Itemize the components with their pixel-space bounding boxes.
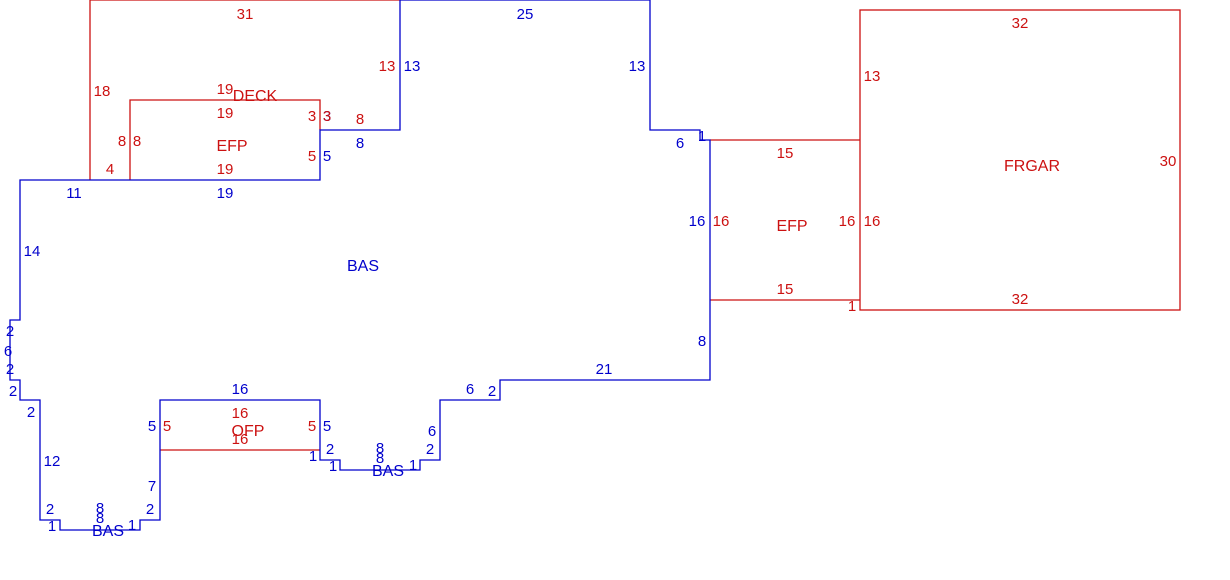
dimension-label: 6 — [676, 135, 684, 152]
dimension-label: 5 — [163, 418, 171, 435]
dimension-label: 13 — [864, 68, 881, 85]
dimension-label: 16 — [689, 213, 706, 230]
dimension-label: 3 — [323, 108, 331, 125]
dimension-label: 16 — [232, 381, 249, 398]
dimension-label: 8 — [376, 450, 384, 467]
dimension-label: 19 — [217, 81, 234, 98]
area-labels: BAS BAS BAS DECK EFP EFP OFP FRGAR — [92, 88, 1060, 540]
dimension-label: 8 — [96, 500, 104, 517]
dimension-label: 21 — [596, 361, 613, 378]
area-label-bas-small-2: BAS — [372, 463, 404, 480]
dimension-label: 16 — [864, 213, 881, 230]
frgar-dimension-labels: 32 13 30 16 32 — [864, 15, 1177, 308]
dimension-label: 16 — [232, 405, 249, 422]
dimension-label: 25 — [517, 6, 534, 23]
deck-dimension-labels: 31 18 13 8 4 19 — [94, 6, 396, 178]
efp-left-dimension-labels: 19 3 5 19 8 8 3 — [118, 105, 331, 178]
dimension-label: 1 — [848, 298, 856, 315]
ofp-dimension-labels: 5 16 5 16 1 — [163, 405, 317, 465]
dimension-label: 15 — [777, 281, 794, 298]
dimension-label: 5 — [323, 148, 331, 165]
efp-left-outline — [129, 99, 321, 180]
dimension-label: 5 — [308, 418, 316, 435]
dimension-label: 3 — [308, 108, 316, 125]
dimension-label: 1 — [329, 458, 337, 475]
dimension-label: 8 — [356, 135, 364, 152]
dimension-label: 16 — [232, 431, 249, 448]
dimension-label: 2 — [9, 383, 17, 400]
efp-right-outline — [710, 139, 860, 301]
dimension-label: 2 — [27, 404, 35, 421]
dimension-label: 1 — [409, 457, 417, 474]
dimension-label: 1 — [698, 128, 706, 145]
bas-main-outline — [9, 0, 711, 531]
dimension-label: 16 — [713, 213, 730, 230]
dimension-label: 15 — [777, 145, 794, 162]
dimension-label: 32 — [1012, 15, 1029, 32]
dimension-label: 2 — [6, 361, 14, 378]
dimension-label: 12 — [44, 453, 61, 470]
dimension-label: 4 — [106, 161, 114, 178]
bas-dimension-labels: 25 13 6 1 16 8 21 2 6 6 2 8 8 1 1 2 5 16… — [4, 6, 706, 535]
dimension-label: 6 — [4, 343, 12, 360]
area-label-bas-main: BAS — [347, 258, 379, 275]
dimension-label: 2 — [146, 501, 154, 518]
dimension-label: 19 — [217, 105, 234, 122]
dimension-label: 8 — [133, 133, 141, 150]
area-label-deck: DECK — [233, 88, 278, 105]
dimension-label: 7 — [148, 478, 156, 495]
dimension-label: 8 — [698, 333, 706, 350]
dimension-label: 19 — [217, 185, 234, 202]
dimension-label: 1 — [48, 518, 56, 535]
dimension-label: 14 — [24, 243, 41, 260]
dimension-label: 6 — [428, 423, 436, 440]
dimension-label: 8 — [376, 440, 384, 457]
dimension-label: 8 — [118, 133, 126, 150]
deck-outline — [89, 0, 400, 180]
dimension-label: 5 — [148, 418, 156, 435]
dimension-label: 30 — [1160, 153, 1177, 170]
dimension-label: 13 — [404, 58, 421, 75]
dimension-label: 2 — [488, 383, 496, 400]
dimension-label: 16 — [839, 213, 856, 230]
dimension-label: 19 — [217, 161, 234, 178]
dimension-label: 31 — [237, 6, 254, 23]
dimension-label: 18 — [94, 83, 111, 100]
frgar-outline — [859, 9, 1181, 311]
efp-right-dimension-labels: 15 16 16 15 1 — [713, 145, 857, 315]
dimension-label: 1 — [128, 517, 136, 534]
dimension-label: 1 — [309, 448, 317, 465]
dimension-label: 13 — [379, 58, 396, 75]
dimension-label: 3 — [323, 108, 331, 125]
dimension-label: 2 — [46, 501, 54, 518]
dimension-label: 11 — [66, 185, 82, 202]
dimension-label: 8 — [96, 510, 104, 527]
area-label-efp-left: EFP — [216, 138, 247, 155]
dimension-label: 13 — [629, 58, 646, 75]
dimension-label: 2 — [6, 323, 14, 340]
area-label-ofp: OFP — [232, 423, 265, 440]
dimension-label: 5 — [323, 418, 331, 435]
area-label-efp-right: EFP — [776, 218, 807, 235]
area-label-bas-small-1: BAS — [92, 523, 124, 540]
dimension-label: 2 — [426, 441, 434, 458]
dimension-label: 2 — [326, 441, 334, 458]
dimension-label: 32 — [1012, 291, 1029, 308]
dimension-label: 6 — [466, 381, 474, 398]
dimension-label: 5 — [308, 148, 316, 165]
dimension-label: 8 — [356, 111, 364, 128]
area-label-frgar: FRGAR — [1004, 158, 1060, 175]
